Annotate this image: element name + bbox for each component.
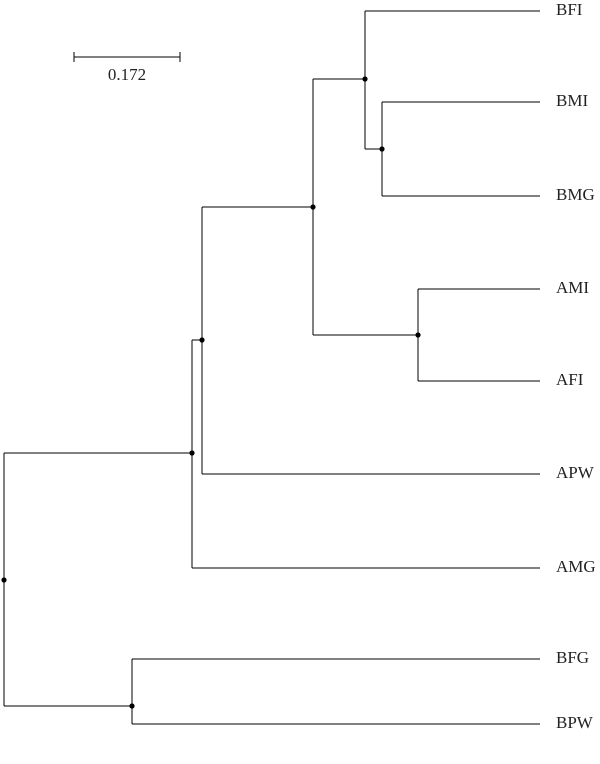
node-bfg-bpw [129, 703, 135, 709]
leaf-label-ami: AMI [556, 278, 589, 297]
branch-apw-split [201, 206, 540, 475]
branch-ami-afi [417, 288, 540, 382]
leaf-label-bmg: BMG [556, 185, 595, 204]
leaf-label-afi: AFI [556, 370, 584, 389]
leaf-label-bfg: BFG [556, 648, 589, 667]
leaf-label-amg: AMG [556, 557, 596, 576]
leaf-label-bmi: BMI [556, 91, 588, 110]
scale-bar-label: 0.172 [108, 65, 146, 84]
node-ami-afi [415, 332, 421, 338]
leaf-label-apw: APW [556, 463, 595, 482]
leaf-label-bpw: BPW [556, 713, 594, 732]
node-apw-split [199, 337, 205, 343]
node-b-vs-a [310, 204, 316, 210]
scale-bar: 0.172 [73, 52, 181, 84]
internal-nodes [1, 76, 421, 709]
node-amg-split [189, 450, 195, 456]
branch-bfi-split [364, 10, 540, 150]
branch-root [3, 452, 192, 707]
branches [3, 10, 540, 725]
branch-amg-split [191, 339, 540, 569]
node-root [1, 577, 7, 583]
leaf-label-bfi: BFI [556, 0, 583, 19]
branch-bfg-bpw [131, 658, 540, 725]
branch-bmi-bmg [381, 101, 540, 197]
leaf-labels: BFI BMI BMG AMI AFI APW AMG BFG BPW [556, 0, 596, 732]
node-bfi-split [362, 76, 368, 82]
node-bmi-bmg [379, 146, 385, 152]
